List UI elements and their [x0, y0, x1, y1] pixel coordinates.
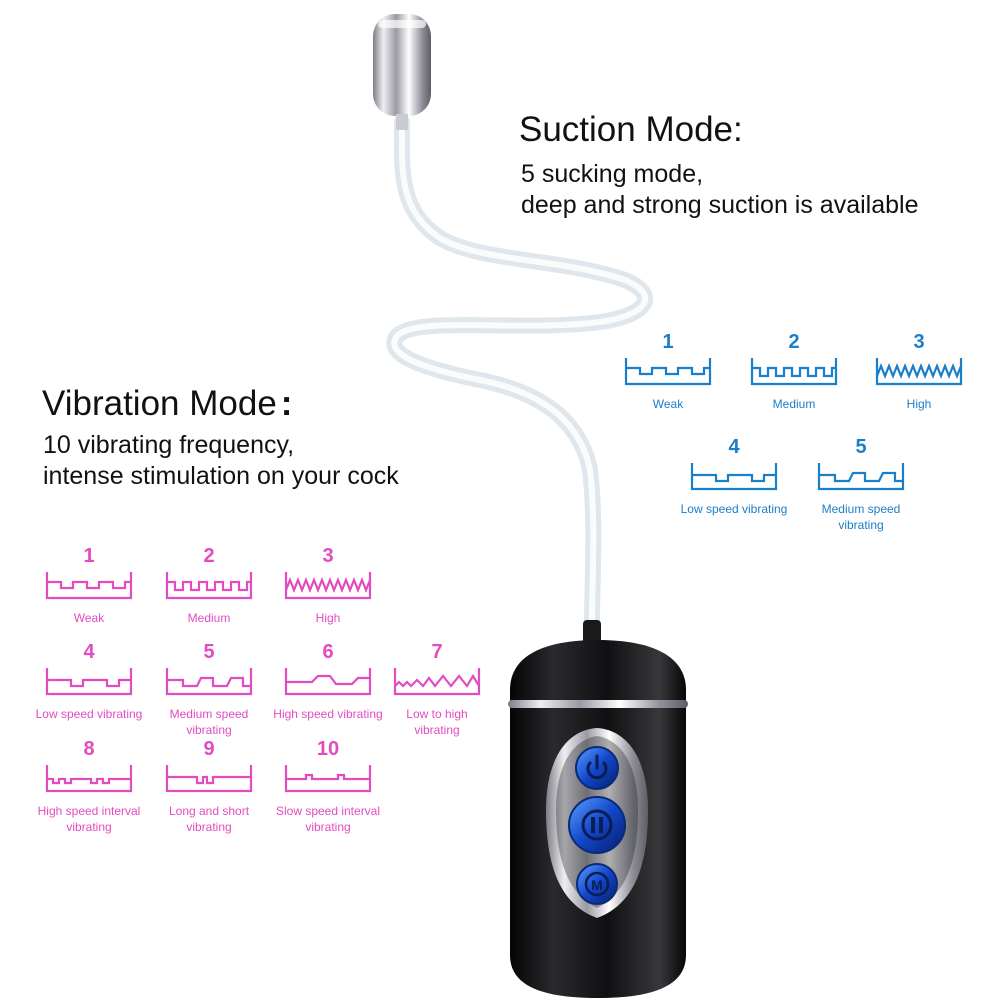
waveform-icon — [165, 765, 253, 793]
waveform-icon — [165, 572, 253, 600]
mode-number: 9 — [203, 738, 215, 760]
mode-number: 2 — [788, 331, 800, 353]
mode-number: 2 — [203, 545, 215, 567]
waveform-icon — [45, 572, 133, 600]
mode-button[interactable]: M — [576, 863, 618, 905]
waveform-icon — [284, 668, 372, 696]
waveform-icon — [284, 572, 372, 600]
waveform-icon — [45, 765, 133, 793]
suction-title: Suction Mode: — [519, 110, 743, 149]
mode-number: 6 — [322, 641, 334, 663]
waveform-icon — [45, 668, 133, 696]
suction-desc-1: 5 sucking mode, — [521, 160, 704, 188]
mode-label: Medium — [772, 397, 816, 411]
vibration-title: Vibration Mode: — [42, 384, 293, 423]
mode-label: Medium — [187, 611, 231, 625]
power-button[interactable] — [575, 746, 619, 790]
mode-label: High — [906, 397, 932, 411]
mode-number: 3 — [322, 545, 334, 567]
vibration-desc-1: 10 vibrating frequency, — [43, 431, 295, 459]
waveform-icon — [750, 358, 838, 386]
mode-number: 1 — [662, 331, 674, 353]
mode-label: Slow speed interval vibrating — [275, 804, 381, 834]
vibration-desc-2: intense stimulation on your cock — [43, 462, 399, 490]
mode-label: Low speed vibrating — [35, 707, 143, 721]
mode-label: Weak — [652, 397, 684, 411]
bullet-head — [373, 14, 431, 130]
mode-number: 10 — [316, 738, 340, 760]
waveform-icon — [817, 463, 905, 491]
mode-label: High — [315, 611, 341, 625]
waveform-icon — [875, 358, 963, 386]
mode-number: 4 — [83, 641, 95, 663]
mode-label: High speed vibrating — [273, 707, 383, 721]
mode-label: Long and short vibrating — [168, 804, 250, 834]
mode-number: 1 — [83, 545, 95, 567]
waveform-icon — [284, 765, 372, 793]
mode-number: 3 — [913, 331, 925, 353]
mode-button-glyph: M — [591, 877, 603, 893]
pause-icon — [591, 817, 603, 833]
mode-number: 5 — [203, 641, 215, 663]
waveform-icon — [624, 358, 712, 386]
pause-button[interactable] — [568, 796, 626, 854]
mode-number: 5 — [855, 436, 867, 458]
suction-desc-2: deep and strong suction is available — [521, 191, 919, 219]
mode-label: Weak — [73, 611, 105, 625]
mode-label: Low to high vibrating — [406, 707, 468, 737]
mode-label: Medium speed vibrating — [821, 502, 901, 532]
mode-number: 8 — [83, 738, 95, 760]
mode-number: 4 — [728, 436, 740, 458]
mode-label: Low speed vibrating — [680, 502, 788, 516]
waveform-icon — [165, 668, 253, 696]
mode-number: 7 — [431, 641, 443, 663]
mode-label: High speed interval vibrating — [37, 804, 141, 834]
vibration-title-colon: : — [280, 384, 293, 423]
waveform-icon — [690, 463, 778, 491]
mode-label: Medium speed vibrating — [169, 707, 249, 737]
power-icon — [586, 754, 608, 780]
waveform-icon — [393, 668, 481, 696]
